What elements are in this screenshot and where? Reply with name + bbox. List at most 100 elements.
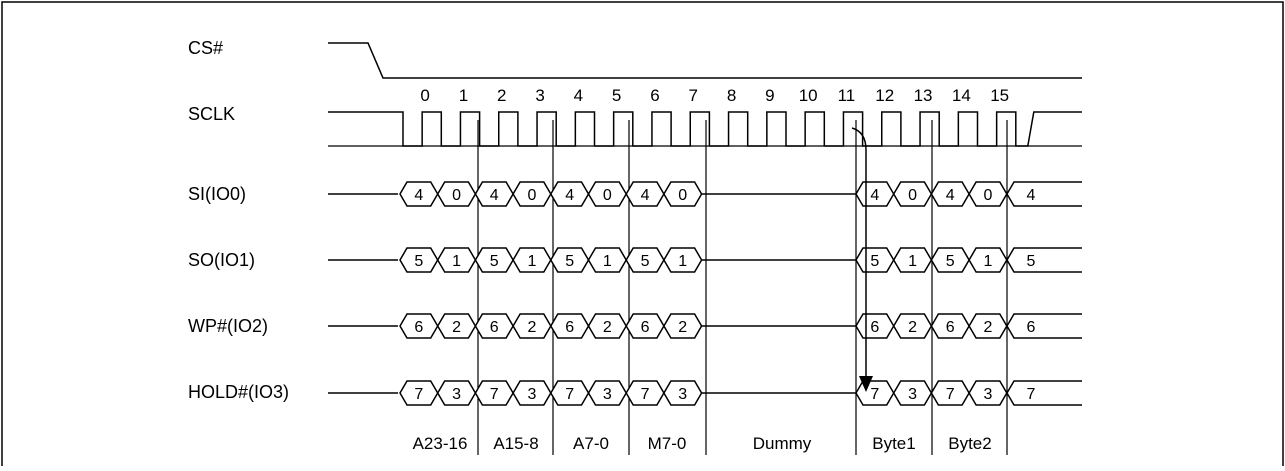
bus-trail-bottom xyxy=(1006,193,1082,207)
bus-value: 5 xyxy=(565,253,574,270)
bus-value: 1 xyxy=(908,253,917,270)
clock-number: 2 xyxy=(497,86,506,105)
bus-cell xyxy=(968,313,1008,339)
bus-cell xyxy=(968,247,1008,273)
bus-value: 7 xyxy=(1027,386,1036,403)
clock-number: 13 xyxy=(914,86,933,105)
bus-value: 1 xyxy=(452,253,461,270)
bus-value: 7 xyxy=(870,386,879,403)
bus-value: 7 xyxy=(565,386,574,403)
clock-number: 14 xyxy=(952,86,971,105)
sclk-waveform xyxy=(328,111,1082,147)
bus-trail-bottom xyxy=(1006,392,1082,406)
bus-value: 0 xyxy=(983,187,992,204)
clock-number: 6 xyxy=(650,86,659,105)
bus-value: 0 xyxy=(678,187,687,204)
bus-value: 6 xyxy=(946,319,955,336)
bus-value: 2 xyxy=(527,319,536,336)
bus-value: 7 xyxy=(490,386,499,403)
bus-value: 6 xyxy=(490,319,499,336)
latency-arrow-line xyxy=(851,127,867,378)
phase-label: A7-0 xyxy=(573,434,609,453)
bus-value: 1 xyxy=(603,253,612,270)
clock-number: 15 xyxy=(990,86,1009,105)
bus-cell xyxy=(968,181,1008,207)
bus-value: 5 xyxy=(490,253,499,270)
bus-value: 7 xyxy=(946,386,955,403)
bus-value: 2 xyxy=(983,319,992,336)
clock-number: 1 xyxy=(459,86,468,105)
phase-label: A15-8 xyxy=(493,434,538,453)
bus-trail-bottom xyxy=(1006,325,1082,339)
bus-trail-top xyxy=(1006,380,1082,394)
clock-number: 12 xyxy=(875,86,894,105)
bus-value: 6 xyxy=(414,319,423,336)
bus-value: 4 xyxy=(1027,187,1036,204)
bus-value: 5 xyxy=(1027,253,1036,270)
sclk-label: SCLK xyxy=(188,104,235,124)
si-label: SI(IO0) xyxy=(188,184,246,204)
hold-lane: 7 3 7 3 7 3 7 3 7 3 7 3 7 xyxy=(328,380,1082,406)
bus-value: 7 xyxy=(414,386,423,403)
bus-value: 2 xyxy=(452,319,461,336)
bus-value: 5 xyxy=(870,253,879,270)
bus-value: 4 xyxy=(641,187,650,204)
clock-number: 3 xyxy=(535,86,544,105)
bus-value: 7 xyxy=(641,386,650,403)
bus-value: 5 xyxy=(414,253,423,270)
bus-value: 6 xyxy=(870,319,879,336)
cs-waveform xyxy=(328,42,1082,79)
bus-value: 0 xyxy=(908,187,917,204)
phase-label: Dummy xyxy=(753,434,812,453)
bus-value: 1 xyxy=(678,253,687,270)
hold-label: HOLD#(IO3) xyxy=(188,382,289,402)
latency-arrow-head xyxy=(859,376,873,392)
phase-label: M7-0 xyxy=(648,434,687,453)
bus-value: 5 xyxy=(641,253,650,270)
bus-value: 3 xyxy=(678,386,687,403)
clock-number: 8 xyxy=(727,86,736,105)
clock-number: 5 xyxy=(612,86,621,105)
clock-number: 4 xyxy=(574,86,583,105)
bus-value: 4 xyxy=(565,187,574,204)
bus-trail-top xyxy=(1006,313,1082,327)
bus-trail-top xyxy=(1006,181,1082,195)
so-label: SO(IO1) xyxy=(188,250,255,270)
bus-value: 2 xyxy=(603,319,612,336)
clock-number: 0 xyxy=(420,86,429,105)
phase-label: A23-16 xyxy=(413,434,468,453)
bus-value: 6 xyxy=(1027,319,1036,336)
bus-value: 0 xyxy=(527,187,536,204)
bus-value: 0 xyxy=(603,187,612,204)
bus-value: 3 xyxy=(452,386,461,403)
bus-value: 2 xyxy=(908,319,917,336)
bus-value: 4 xyxy=(870,187,879,204)
bus-value: 4 xyxy=(414,187,423,204)
wp-lane: 6 2 6 2 6 2 6 2 6 2 6 2 6 xyxy=(328,313,1082,339)
bus-value: 4 xyxy=(946,187,955,204)
clock-number: 11 xyxy=(838,86,856,105)
bus-value: 3 xyxy=(527,386,536,403)
phase-label: Byte1 xyxy=(872,434,915,453)
bus-value: 3 xyxy=(603,386,612,403)
clock-number: 7 xyxy=(689,86,698,105)
bus-value: 6 xyxy=(641,319,650,336)
bus-value: 6 xyxy=(565,319,574,336)
bus-value: 2 xyxy=(678,319,687,336)
bus-cell xyxy=(968,380,1008,406)
wp-label: WP#(IO2) xyxy=(188,316,268,336)
bus-value: 5 xyxy=(946,253,955,270)
bus-value: 3 xyxy=(983,386,992,403)
clock-number: 10 xyxy=(799,86,818,105)
bus-value: 3 xyxy=(908,386,917,403)
bus-value: 1 xyxy=(527,253,536,270)
cs-label: CS# xyxy=(188,38,223,58)
